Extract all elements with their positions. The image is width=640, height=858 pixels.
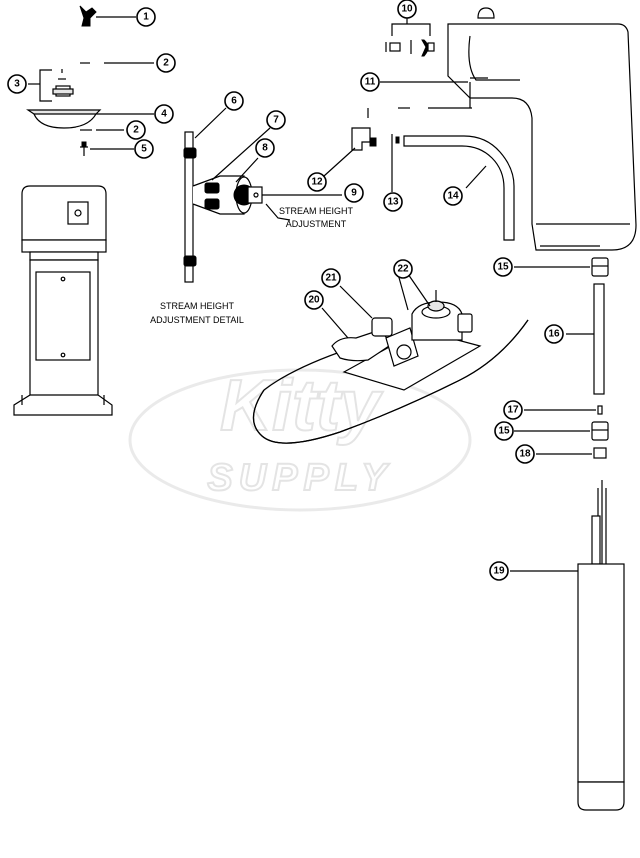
svg-text:22: 22 [397, 264, 409, 275]
svg-text:20: 20 [308, 295, 320, 306]
callout-1: 1 [136, 7, 156, 27]
callout-10: 10 [397, 0, 417, 19]
sleeve-part [597, 405, 603, 415]
callout-21: 21 [321, 268, 341, 288]
svg-text:6: 6 [231, 96, 237, 107]
stream-height-detail-label-2: ADJUSTMENT DETAIL [150, 315, 244, 325]
svg-text:1: 1 [143, 12, 149, 23]
pedestal-unit [13, 185, 113, 416]
callout-4: 4 [154, 104, 174, 124]
svg-text:17: 17 [507, 405, 519, 416]
svg-text:4: 4 [161, 109, 167, 120]
callout-14: 14 [443, 186, 463, 206]
svg-text:21: 21 [325, 273, 337, 284]
callout-9: 9 [344, 183, 364, 203]
chiller-canister [577, 480, 625, 811]
svg-text:16: 16 [548, 329, 560, 340]
callout-19: 19 [489, 561, 509, 581]
valve-parts [385, 39, 435, 57]
callout-3: 3 [7, 74, 27, 94]
screw-part [80, 141, 88, 156]
callout-2b: 2 [126, 120, 146, 140]
callout-12: 12 [307, 172, 327, 192]
tube-segment-part [593, 283, 605, 395]
callout-2: 2 [156, 53, 176, 73]
callout-13: 13 [383, 192, 403, 212]
svg-text:15: 15 [498, 426, 510, 437]
callout-16: 16 [544, 324, 564, 344]
svg-text:15: 15 [497, 262, 509, 273]
callout-7: 7 [266, 110, 286, 130]
svg-text:9: 9 [351, 188, 357, 199]
svg-text:3: 3 [14, 79, 20, 90]
callout-5: 5 [134, 139, 154, 159]
svg-text:2: 2 [133, 125, 139, 136]
ferrule-part [593, 447, 607, 459]
tube-part [403, 135, 515, 241]
stream-height-adjustment-label-2: ADJUSTMENT [286, 219, 347, 229]
svg-text:5: 5 [141, 144, 147, 155]
watermark-brand: Kitty [220, 366, 384, 446]
svg-text:14: 14 [447, 191, 459, 202]
callout-18: 18 [515, 444, 535, 464]
push-button-part [79, 5, 97, 27]
elbow-fitting [351, 127, 377, 151]
callout-15a: 15 [493, 257, 513, 277]
nut-part-lower [591, 421, 609, 441]
watermark-logo: Kitty SUPPLY [128, 365, 472, 512]
nut-part-upper [591, 257, 609, 277]
stream-height-detail-label-1: STREAM HEIGHT [160, 301, 235, 311]
stream-height-detail [183, 131, 263, 283]
stream-height-adjustment-label-1: STREAM HEIGHT [279, 206, 354, 216]
solenoid-assembly [252, 273, 529, 444]
basin-part [26, 109, 102, 129]
svg-text:10: 10 [401, 4, 413, 15]
callout-20: 20 [304, 290, 324, 310]
svg-text:2: 2 [163, 58, 169, 69]
svg-text:12: 12 [311, 177, 323, 188]
svg-text:13: 13 [387, 197, 399, 208]
callout-22: 22 [393, 259, 413, 279]
callout-15b: 15 [494, 421, 514, 441]
callout-8: 8 [255, 138, 275, 158]
svg-text:7: 7 [273, 115, 279, 126]
svg-text:8: 8 [262, 143, 268, 154]
svg-text:18: 18 [519, 449, 531, 460]
callout-6: 6 [224, 91, 244, 111]
callout-17: 17 [503, 400, 523, 420]
svg-text:11: 11 [365, 77, 376, 88]
bubbler-head-housing [447, 7, 637, 251]
callout-11: 11 [360, 72, 380, 92]
svg-text:19: 19 [493, 566, 505, 577]
watermark-sub: SUPPLY [207, 457, 392, 499]
cartridge-part [52, 69, 74, 97]
